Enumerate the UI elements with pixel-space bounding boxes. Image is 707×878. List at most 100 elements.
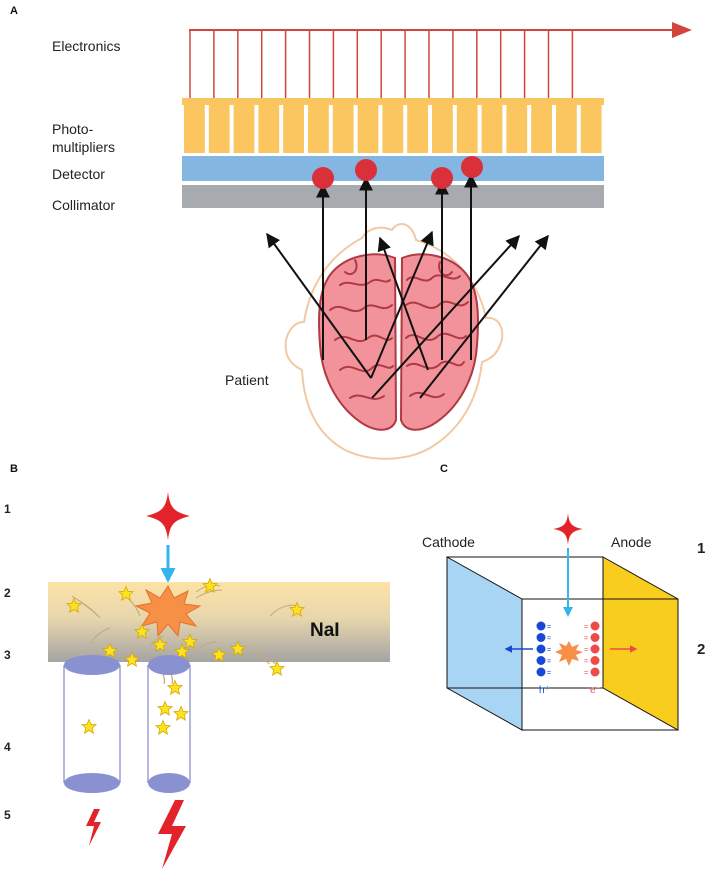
detection-events — [312, 156, 483, 189]
photomultiplier-divider — [576, 105, 581, 153]
hole-sign: = — [547, 624, 551, 631]
row-number-b-3: 3 — [4, 648, 11, 662]
photomultiplier-divider — [403, 105, 408, 153]
collimator-bar — [182, 185, 604, 208]
scintillation-star-icon — [201, 577, 219, 593]
label-photomultipliers-2: multipliers — [52, 139, 115, 155]
hole-dot — [536, 621, 546, 631]
photomultiplier-divider — [204, 105, 209, 153]
light-trails — [71, 584, 299, 665]
electronics-bus — [189, 22, 692, 98]
scintillation-burst — [134, 585, 202, 638]
hole-sign: = — [547, 670, 551, 677]
scintillation-star-icon — [151, 636, 169, 652]
scintillation-star-icon — [268, 660, 286, 676]
hole-sign: = — [547, 647, 551, 654]
hole-sign: = — [547, 636, 551, 643]
event-dot — [431, 167, 453, 189]
photomultiplier-divider — [552, 105, 556, 153]
row-number-b-1: 1 — [4, 502, 11, 516]
photomultiplier-divider — [353, 105, 358, 153]
scintillation-star-icon — [154, 719, 172, 735]
scintillation-star-icon — [166, 679, 184, 695]
photomultiplier-divider — [527, 105, 532, 153]
cathode-label: Cathode — [422, 534, 475, 550]
scintillation-star-icon — [80, 718, 98, 734]
label-detector: Detector — [52, 166, 105, 182]
scintillation-star-icon — [101, 642, 119, 658]
hole-dot — [536, 656, 546, 665]
hole-sign: = — [547, 659, 551, 666]
photomultiplier-divider — [304, 105, 308, 153]
row-number-b-2: 2 — [4, 586, 11, 600]
event-dot — [461, 156, 483, 178]
row-number-b-5: 5 — [4, 808, 11, 822]
gamma-photon-icon — [553, 513, 583, 545]
photomultiplier-divider — [477, 105, 482, 153]
photomultiplier-divider — [502, 105, 507, 153]
hole-dot — [536, 633, 546, 642]
electron-sign: = — [584, 670, 588, 677]
scintillation-star-icon — [288, 601, 306, 617]
nai-label: NaI — [310, 620, 340, 641]
electron-sign: = — [584, 636, 588, 643]
hole-label: h⁺ — [539, 685, 550, 696]
detector-bar — [182, 156, 604, 181]
electron-dot — [590, 656, 600, 665]
event-dot — [355, 159, 377, 181]
photomultiplier-divider — [229, 105, 234, 153]
scintillation-star-icon — [156, 700, 174, 716]
hole-dot — [536, 644, 546, 654]
scintillation-star-icon — [173, 643, 191, 659]
event-dot — [312, 167, 334, 189]
anode-plate — [602, 556, 679, 731]
photomultiplier-strip — [182, 98, 604, 153]
scintillation-star-icon — [123, 651, 141, 667]
electron-sign: = — [584, 659, 588, 666]
electron-sign: = — [584, 624, 588, 631]
scintillation-star-icon — [172, 705, 190, 721]
label-photomultipliers-1: Photo- — [52, 121, 94, 137]
electron-dot — [590, 667, 600, 677]
scintillation-star-icon — [210, 646, 228, 662]
photomultiplier-divider — [180, 105, 184, 153]
electron-label: e⁻ — [590, 685, 601, 696]
label-collimator: Collimator — [52, 197, 115, 213]
charge-carriers: = = = = = = = = = = — [536, 621, 600, 677]
label-electronics: Electronics — [52, 38, 120, 54]
semiconductor-detector-box — [446, 556, 679, 731]
photomultiplier-divider — [378, 105, 383, 153]
row-number-c-2: 2 — [697, 641, 705, 658]
scintillation-star-icon — [65, 597, 83, 613]
row-number-b-4: 4 — [4, 740, 11, 754]
photomultiplier-divider — [328, 105, 333, 153]
gamma-photon-icon — [146, 492, 190, 540]
electron-dot — [590, 633, 600, 642]
row-number-c-1: 1 — [697, 540, 705, 557]
electron-dot — [590, 621, 600, 631]
gamma-ray-paths — [266, 173, 549, 399]
scintillation-star-icon — [133, 623, 151, 639]
electron-sign: = — [584, 647, 588, 654]
photomultiplier-divider — [254, 105, 259, 153]
panel-c-letter: C — [440, 463, 448, 475]
lightning-bolt-icon — [158, 800, 186, 869]
photomultiplier-divider — [428, 105, 432, 153]
brain-icon — [318, 253, 479, 431]
photomultiplier-array — [180, 98, 606, 153]
electron-dot — [590, 644, 600, 654]
scintillation-star-icon — [181, 633, 199, 649]
head-outline-icon — [284, 223, 504, 460]
photomultiplier-divider — [452, 105, 457, 153]
scintillation-star-icon — [117, 585, 135, 601]
photomultiplier-divider — [279, 105, 284, 153]
hole-dot — [536, 667, 546, 677]
lightning-bolt-icon — [86, 809, 101, 846]
anode-label: Anode — [611, 534, 652, 550]
panel-a-letter: A — [10, 5, 18, 17]
interaction-burst — [555, 641, 583, 666]
pmt-cylinder-right — [147, 655, 191, 793]
panel-b-letter: B — [10, 463, 18, 475]
scintillation-star-icon — [229, 640, 247, 656]
